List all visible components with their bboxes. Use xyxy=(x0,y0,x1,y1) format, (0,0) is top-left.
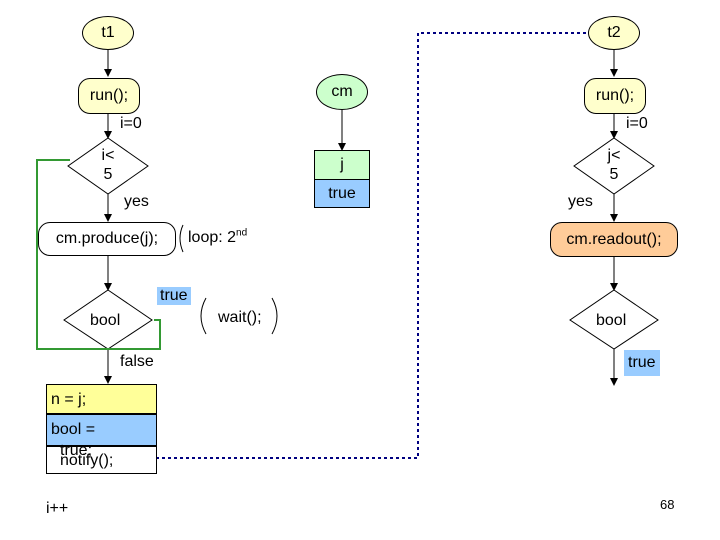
t2-yes-label: yes xyxy=(568,193,593,210)
wait-bracket-right xyxy=(271,297,278,335)
cm-field-label: j xyxy=(340,156,344,173)
t2-condition-line1: j< xyxy=(607,147,621,164)
thread-link-dashed xyxy=(156,32,590,459)
t2-true-label: true xyxy=(624,350,660,376)
t1-init-label: i=0 xyxy=(120,115,142,132)
t1-condition-line2: 5 xyxy=(103,166,113,183)
loop-prefix: loop: 2 xyxy=(188,229,237,246)
t2-bool-text: bool xyxy=(596,312,627,329)
bool-assign-label: bool = xyxy=(51,421,96,438)
cm-label: cm xyxy=(331,83,353,100)
t1-true-label: true xyxy=(157,287,191,305)
bool-assign-box: bool = xyxy=(46,414,157,446)
t2-run-node: run(); xyxy=(584,78,646,114)
t1-yes-label: yes xyxy=(124,193,149,210)
assign-label: n = j; xyxy=(51,391,87,408)
t2-condition-line2: 5 xyxy=(609,166,619,183)
t1-condition-text: i< 5 xyxy=(88,146,128,184)
wait-bracket xyxy=(200,297,207,335)
cm-value-box: true xyxy=(314,180,370,208)
assign-box: n = j; xyxy=(46,384,157,414)
right-condition-diamond xyxy=(573,137,655,195)
t1-condition-line1: i< xyxy=(101,147,115,164)
t1-run-label: run(); xyxy=(89,87,129,104)
t2-run-label: run(); xyxy=(595,87,635,104)
t1-run-node: run(); xyxy=(78,78,140,114)
loop-back-line xyxy=(36,159,161,350)
t2-thread-node: t2 xyxy=(588,16,640,50)
produce-label: cm.produce(j); xyxy=(55,230,159,247)
notify-label: notify(); xyxy=(60,452,114,469)
left-condition-diamond xyxy=(67,137,149,195)
readout-label: cm.readout(); xyxy=(566,230,662,248)
produce-node: cm.produce(j); xyxy=(38,222,176,256)
loop-bracket xyxy=(179,224,184,253)
bool-value-label: true; xyxy=(60,442,93,459)
t2-label: t2 xyxy=(607,24,621,41)
page-number: 68 xyxy=(660,497,675,512)
cm-field-box: j xyxy=(314,150,370,180)
cm-object-node: cm xyxy=(316,74,368,110)
right-bool-diamond xyxy=(569,289,659,350)
notify-box xyxy=(46,446,157,474)
wait-label: wait(); xyxy=(218,309,262,326)
readout-node: cm.readout(); xyxy=(550,222,678,257)
loop-label: loop: 2nd xyxy=(188,227,248,247)
t1-label: t1 xyxy=(101,24,115,41)
increment-label: i++ xyxy=(46,500,69,517)
t1-thread-node: t1 xyxy=(82,16,134,50)
loop-suffix: nd xyxy=(236,227,248,239)
t2-init-label: i=0 xyxy=(626,115,648,132)
t1-false-label: false xyxy=(120,353,154,370)
t1-bool-text: bool xyxy=(90,312,121,329)
t2-condition-text: j< 5 xyxy=(594,146,634,184)
cm-value-label: true xyxy=(328,184,356,202)
